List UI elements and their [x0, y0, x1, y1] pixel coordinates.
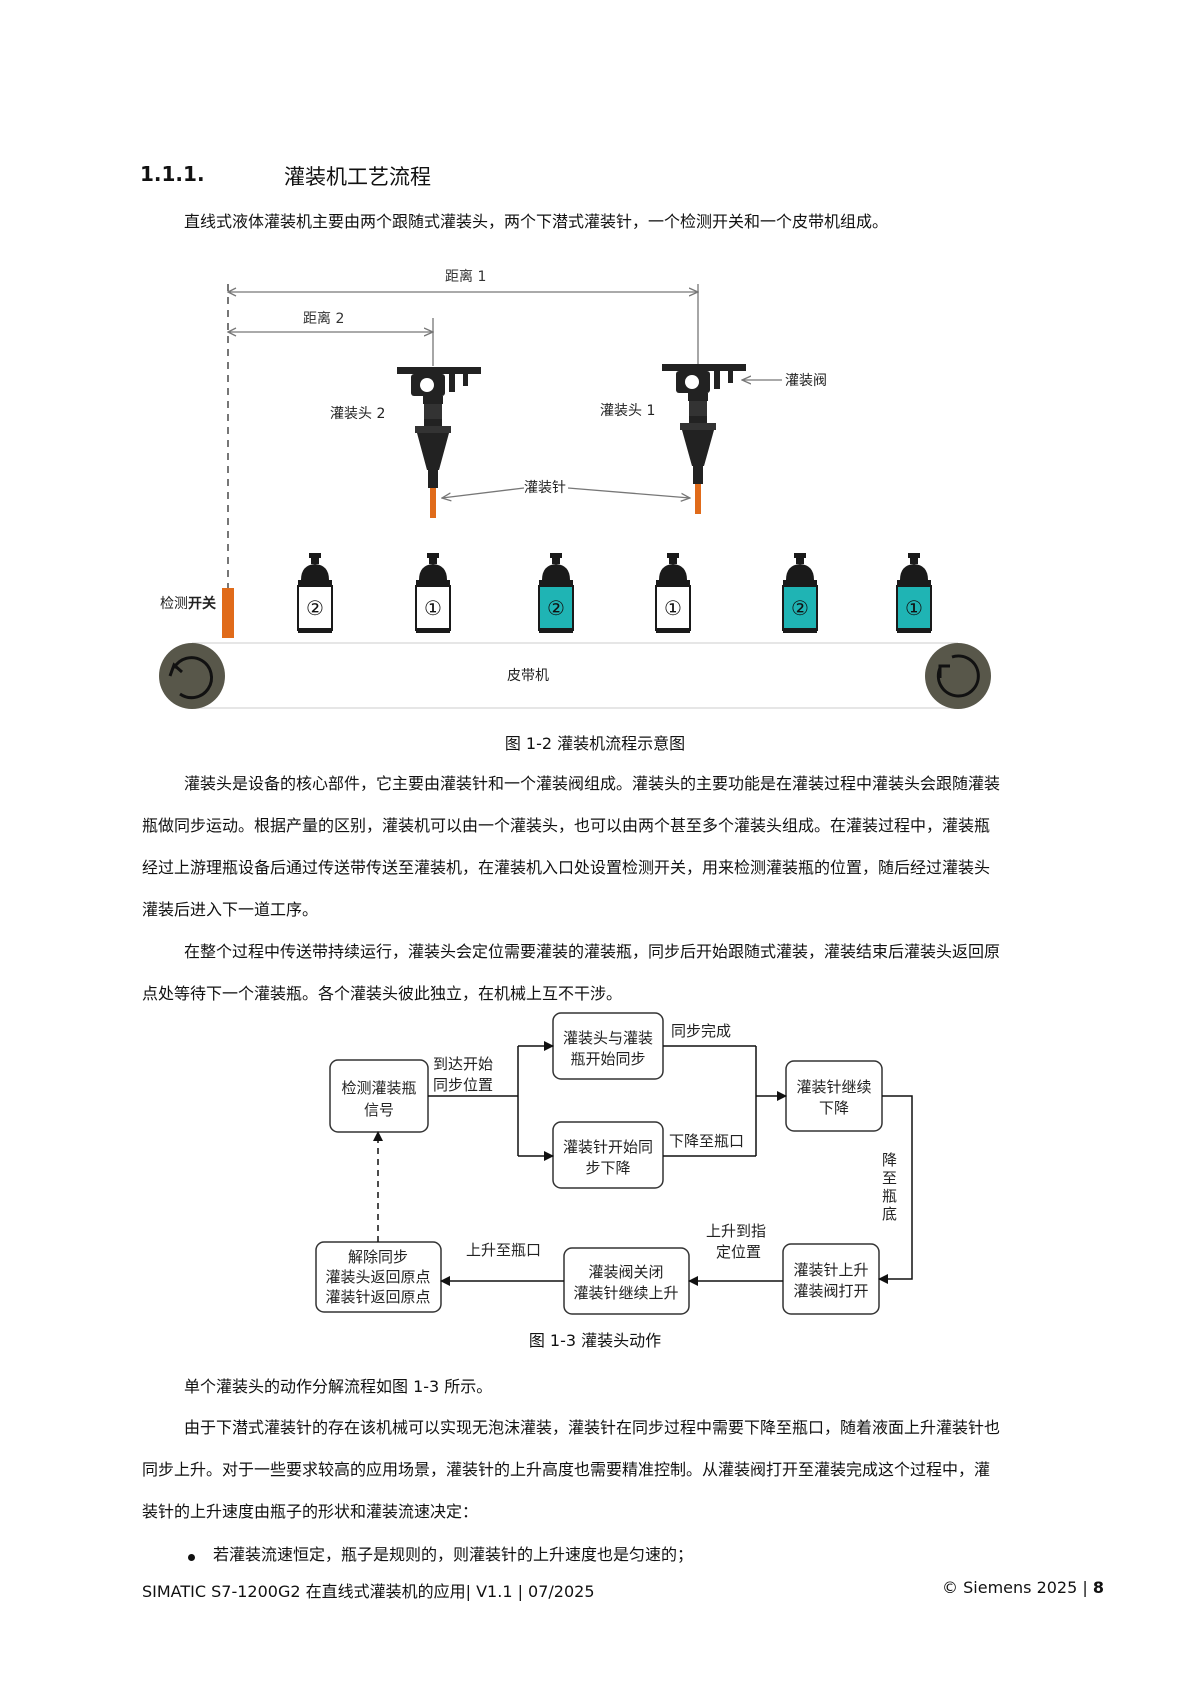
- filling-head-2: [397, 367, 481, 518]
- intro-text: 直线式液体灌装机主要由两个跟随式灌装头，两个下潜式灌装针，一个检测开关和一个皮带…: [184, 212, 889, 231]
- box-rise-open: [782, 1243, 880, 1315]
- box-sync-line: 灌装头与灌装: [563, 1029, 653, 1047]
- figure2-caption: 图 1-3 灌装头动作: [528, 1331, 662, 1350]
- box-continue-down: [785, 1060, 883, 1132]
- para1-line: 瓶做同步运动。根据产量的区别，灌装机可以由一个灌装头，也可以由两个甚至多个灌装头…: [142, 816, 991, 835]
- bottle: ②: [782, 553, 818, 633]
- label-arrive: 同步位置: [433, 1076, 493, 1094]
- para2-line: 点处等待下一个灌装瓶。各个灌装头彼此独立，在机械上互不干涉。: [142, 984, 623, 1003]
- box-release-line: 灌装头返回原点: [325, 1268, 430, 1286]
- head2-label: 灌装头 2: [330, 406, 385, 422]
- bullet-text: 若灌装流速恒定，瓶子是规则的，则灌装针的上升速度也是匀速的；: [213, 1545, 694, 1564]
- box-rise-line: 灌装针上升: [793, 1261, 868, 1279]
- para2-line: 在整个过程中传送带持续运行，灌装头会定位需要灌装的灌装瓶，同步后开始跟随式灌装，…: [184, 942, 1001, 961]
- bottle-number: ②: [791, 596, 809, 620]
- box-detect-line: 信号: [364, 1101, 394, 1119]
- label-sync-done: 同步完成: [671, 1022, 731, 1040]
- paragraph-3: 单个灌装头的动作分解流程如图 1-3 所示。: [184, 1377, 493, 1396]
- bottle: ②: [297, 553, 333, 633]
- label-rise-mouth: 上升至瓶口: [466, 1241, 541, 1259]
- box-detect-line: 检测灌装瓶: [341, 1079, 416, 1097]
- box-sync-line: 瓶开始同步: [570, 1050, 645, 1068]
- intro-paragraph: 直线式液体灌装机主要由两个跟随式灌装头，两个下潜式灌装针，一个检测开关和一个皮带…: [142, 201, 1104, 243]
- box-close-line: 灌装针继续上升: [573, 1284, 678, 1302]
- bottle: ①: [896, 553, 932, 633]
- label-to-bottom: 降: [882, 1151, 897, 1169]
- footer-title: SIMATIC S7-1200G2 在直线式灌装机的应用| V1.1 | 07/…: [142, 1582, 595, 1601]
- valve-label: 灌装阀: [785, 373, 827, 389]
- distance1-label: 距离 1: [445, 268, 486, 285]
- bottle: ①: [655, 553, 691, 633]
- roller-left-icon: [159, 643, 225, 709]
- box-close: [563, 1247, 690, 1315]
- box-release-line: 灌装针返回原点: [325, 1288, 430, 1306]
- bottle-group: ② ① ② ① ② ①: [297, 553, 932, 633]
- para1-line: 灌装头是设备的核心部件，它主要由灌装针和一个灌装阀组成。灌装头的主要功能是在灌装…: [184, 774, 1001, 793]
- figure1-caption: 图 1-2 灌装机流程示意图: [504, 734, 686, 753]
- page-number: 8: [1092, 1578, 1104, 1597]
- bottle: ②: [538, 553, 574, 633]
- roller-right-icon: [925, 643, 991, 709]
- box-continue-line: 灌装针继续: [796, 1078, 871, 1096]
- bottle-number: ②: [306, 596, 324, 620]
- edge-to-bottom: [878, 1095, 913, 1284]
- paragraph-1: 灌装头是设备的核心部件，它主要由灌装针和一个灌装阀组成。灌装头的主要功能是在灌装…: [142, 763, 1104, 931]
- filling-head-1: [662, 364, 746, 514]
- paragraph-2: 在整个过程中传送带持续运行，灌装头会定位需要灌装的灌装瓶，同步后开始跟随式灌装，…: [142, 931, 1104, 1015]
- para1-line: 灌装后进入下一道工序。: [142, 900, 319, 919]
- section-number: 1.1.1.: [140, 162, 205, 186]
- para4-line: 由于下潜式灌装针的存在该机械可以实现无泡沫灌装，灌装针在同步过程中需要下降至瓶口…: [184, 1418, 1001, 1437]
- box-close-line: 灌装阀关闭: [588, 1263, 663, 1281]
- para4-line: 同步上升。对于一些要求较高的应用场景，灌装针的上升高度也需要精准控制。从灌装阀打…: [142, 1460, 991, 1479]
- para1-line: 经过上游理瓶设备后通过传送带传送至灌装机，在灌装机入口处设置检测开关，用来检测灌…: [142, 858, 991, 877]
- label-to-bottom: 底: [882, 1205, 897, 1223]
- bottle: ①: [415, 553, 451, 633]
- box-descend-line: 步下降: [585, 1159, 630, 1177]
- needle-arrow-left: [442, 487, 525, 498]
- box-continue-line: 下降: [819, 1099, 849, 1117]
- bullet-dot: [188, 1554, 195, 1561]
- label-rise-pos: 上升到指: [706, 1222, 766, 1240]
- box-release-line: 解除同步: [348, 1248, 408, 1266]
- bottle-number: ①: [424, 596, 442, 620]
- box-descend-line: 灌装针开始同: [563, 1138, 653, 1156]
- label-rise-pos: 定位置: [716, 1243, 761, 1261]
- distance2-label: 距离 2: [303, 310, 344, 327]
- label-to-bottom: 至: [882, 1169, 897, 1187]
- bottle-number: ①: [905, 596, 923, 620]
- paragraph-4: 由于下潜式灌装针的存在该机械可以实现无泡沫灌装，灌装针在同步过程中需要下降至瓶口…: [142, 1407, 1104, 1533]
- section-title: 灌装机工艺流程: [284, 165, 431, 189]
- needle-arrow-right: [567, 487, 690, 498]
- filling-head-flowchart: 检测灌装瓶 信号 灌装头与灌装 瓶开始同步 灌装针开始同 步下降 灌装针继续 下…: [315, 1012, 913, 1315]
- needle-label: 灌装针: [524, 480, 566, 496]
- filling-machine-diagram: 距离 1 距离 2 灌装头 2 灌装头 1 灌装阀: [159, 268, 991, 709]
- head1-label: 灌装头 1: [600, 403, 655, 419]
- label-to-mouth: 下降至瓶口: [669, 1132, 744, 1150]
- para4-line: 装针的上升速度由瓶子的形状和灌装流速决定：: [142, 1502, 479, 1521]
- label-arrive: 到达开始: [433, 1055, 493, 1073]
- bottle-number: ②: [547, 596, 565, 620]
- switch-label: 检测开关: [160, 595, 216, 612]
- label-to-bottom: 瓶: [882, 1187, 897, 1205]
- footer-copyright: © Siemens 2025 | 8: [942, 1578, 1104, 1597]
- bottle-number: ①: [664, 596, 682, 620]
- detection-switch: [222, 588, 234, 638]
- box-rise-line: 灌装阀打开: [793, 1282, 868, 1300]
- conveyor-label: 皮带机: [507, 668, 549, 684]
